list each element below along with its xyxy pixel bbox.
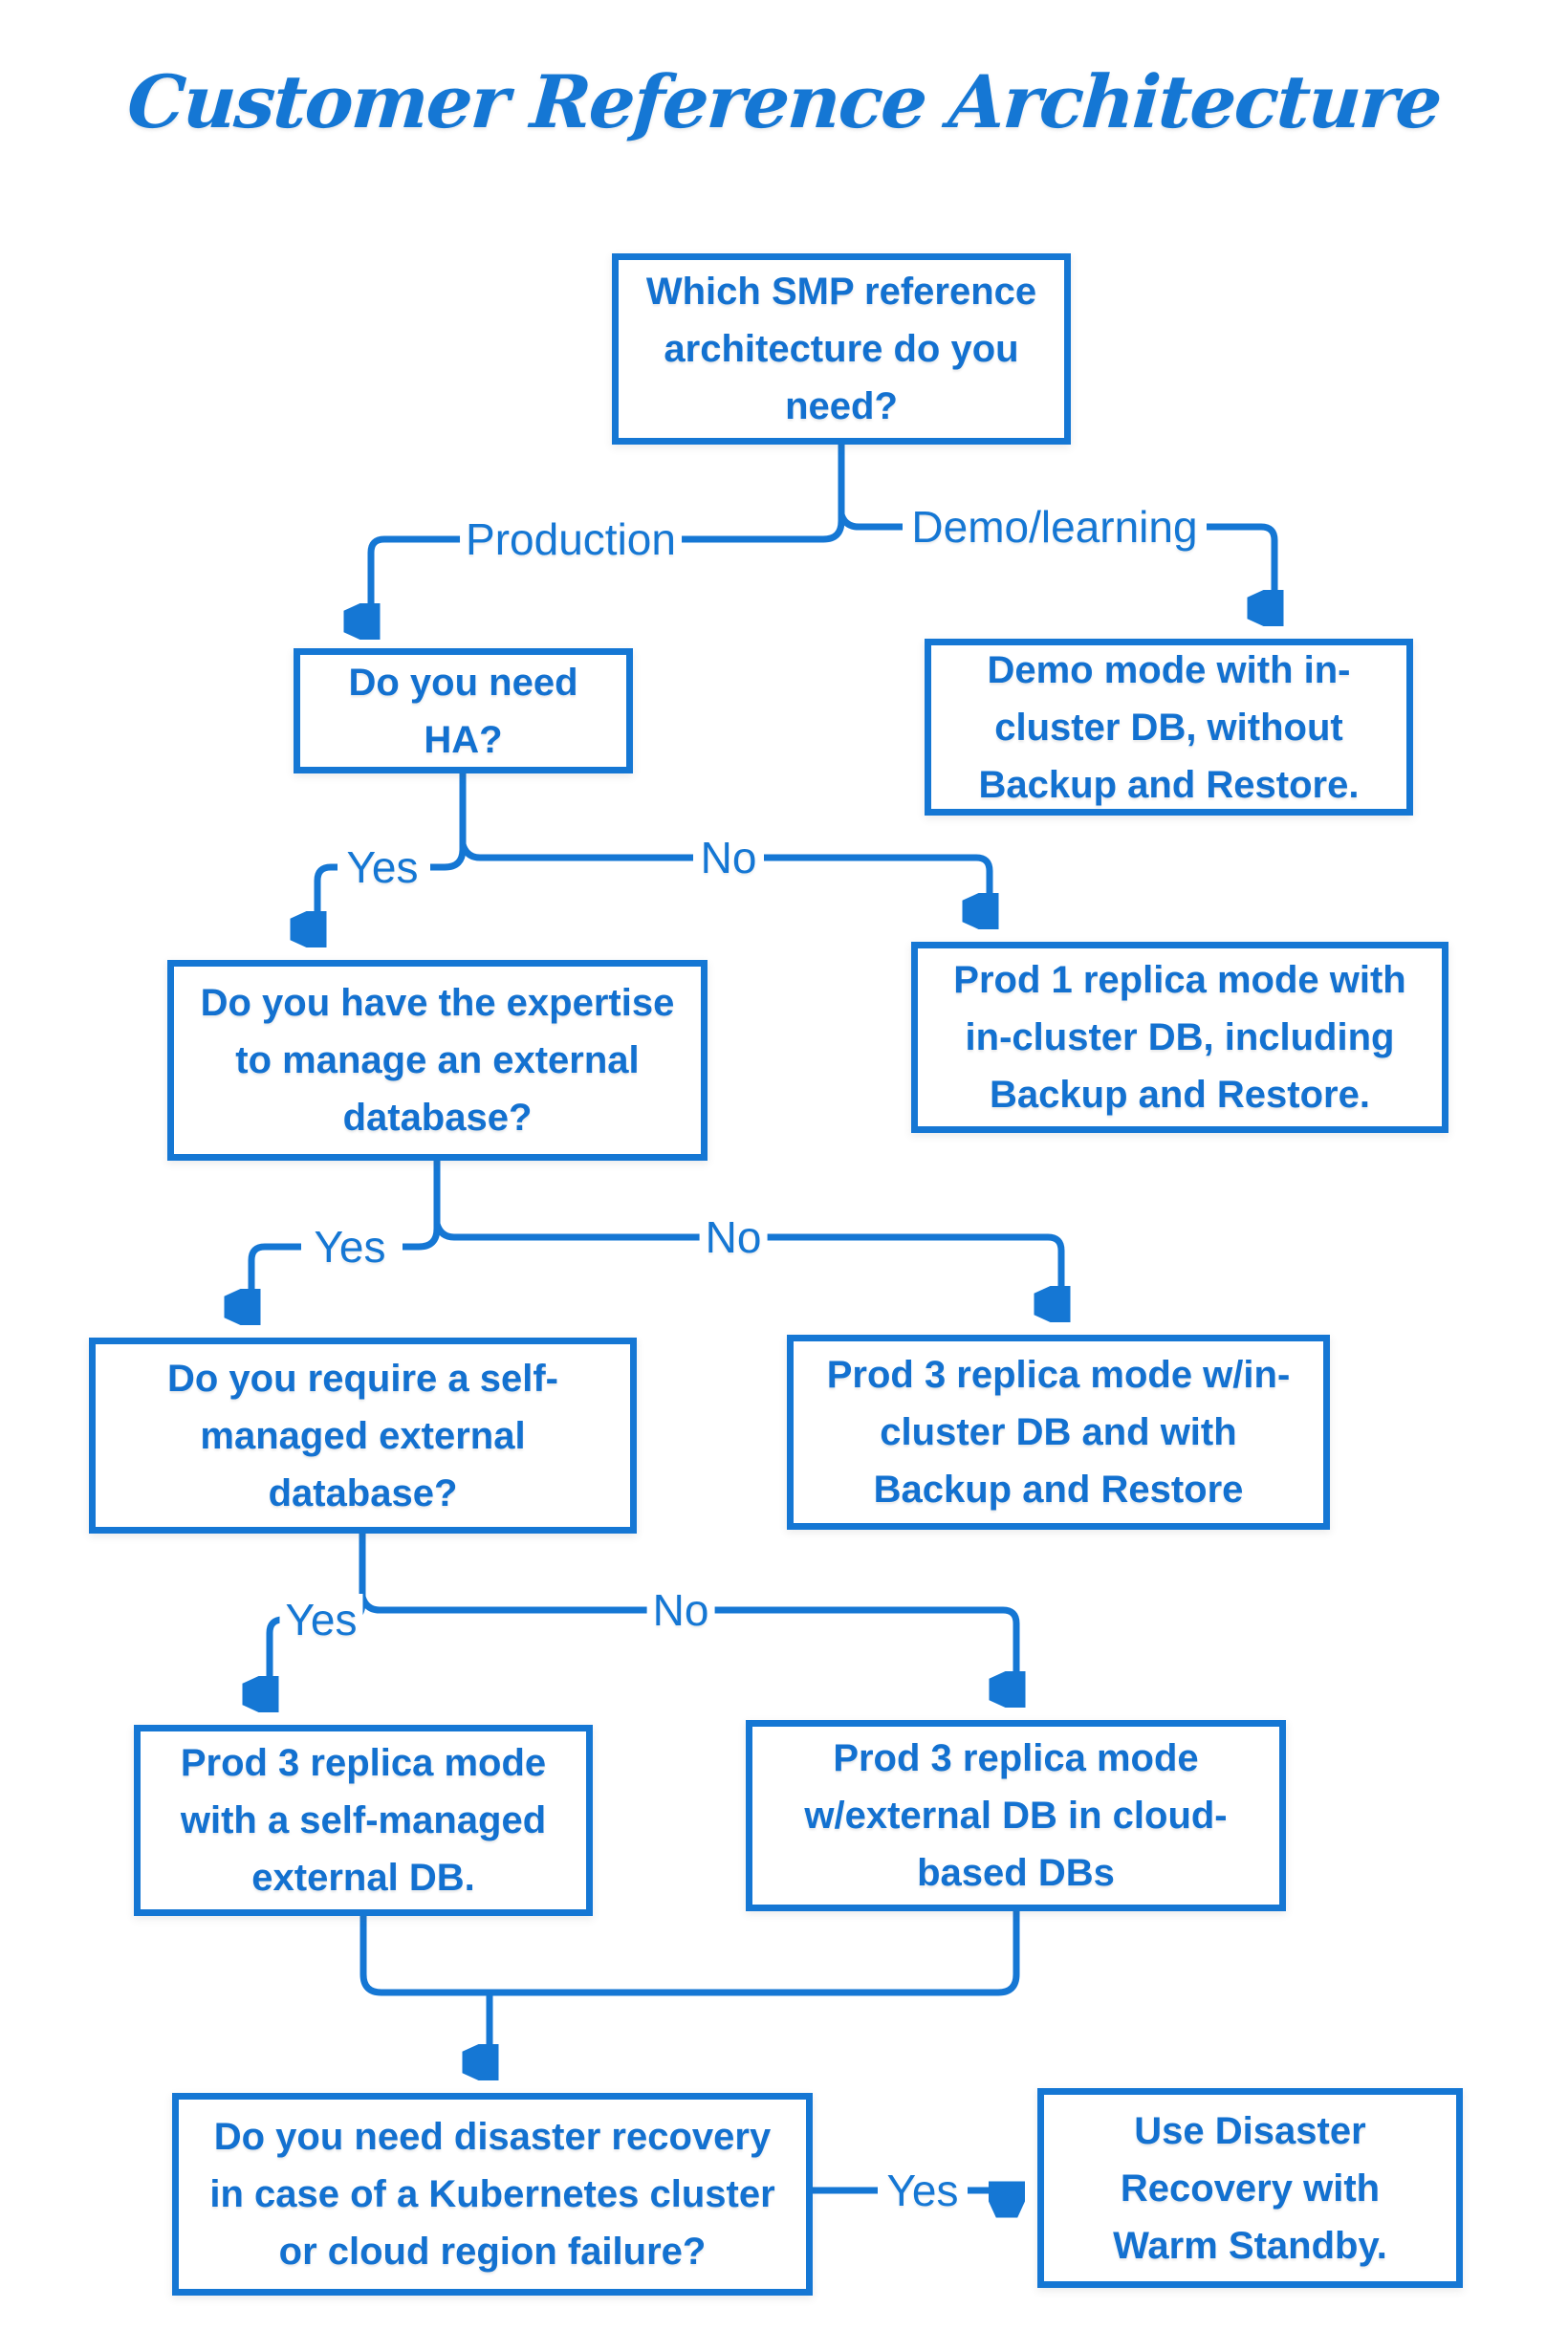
- edge-label-dr-yes: Yes: [881, 2165, 965, 2216]
- edge-label-demo-learning: Demo/learning: [905, 501, 1204, 553]
- node-disaster-question: Do you need disaster recovery in case of…: [172, 2093, 813, 2296]
- edge-production-arrow: [371, 535, 461, 621]
- node-demo-mode: Demo mode with in- cluster DB, without B…: [925, 639, 1413, 816]
- edge-ha-no-line: [459, 842, 693, 861]
- node-prod3-selfdb: Prod 3 replica mode with a self-managed …: [134, 1725, 593, 1916]
- edge-merge: [359, 1911, 1020, 1996]
- edge-self-no-line: [359, 1595, 647, 1614]
- node-prod1-incluster: Prod 1 replica mode with in-cluster DB, …: [911, 942, 1448, 1133]
- edge-label-self-no: No: [646, 1584, 715, 1636]
- edge-self-no-arrow: [714, 1606, 1016, 1689]
- edge-label-expertise-yes: Yes: [308, 1221, 392, 1273]
- node-self-managed-question: Do you require a self- managed external …: [89, 1338, 637, 1534]
- edge-expertise-stem: [403, 1161, 441, 1251]
- edge-label-production: Production: [460, 513, 682, 565]
- edge-ha-no-arrow: [764, 854, 990, 911]
- edge-root-right-hook: [838, 512, 903, 531]
- edge-expertise-no-line: [433, 1222, 701, 1241]
- edge-label-ha-yes: Yes: [340, 841, 425, 893]
- edge-expertise-yes-arrow: [251, 1243, 301, 1307]
- node-prod3-incluster: Prod 3 replica mode w/in- cluster DB and…: [787, 1335, 1330, 1530]
- node-prod3-clouddb: Prod 3 replica mode w/external DB in clo…: [746, 1720, 1286, 1911]
- edge-ha-yes-arrow: [317, 863, 338, 929]
- edge-label-self-yes: Yes: [279, 1594, 363, 1645]
- node-warm-standby: Use Disaster Recovery with Warm Standby.: [1037, 2088, 1463, 2288]
- edge-root-left: [681, 443, 845, 543]
- edge-label-expertise-no: No: [699, 1211, 768, 1263]
- edge-ha-stem: [430, 773, 467, 871]
- node-expertise-question: Do you have the expertise to manage an e…: [167, 960, 708, 1161]
- edge-demo-arrow: [1207, 523, 1274, 608]
- node-which-architecture: Which SMP reference architecture do you …: [612, 253, 1071, 445]
- edge-expertise-no-arrow: [766, 1233, 1061, 1304]
- edge-label-ha-no: No: [694, 832, 763, 883]
- node-need-ha: Do you need HA?: [294, 648, 633, 773]
